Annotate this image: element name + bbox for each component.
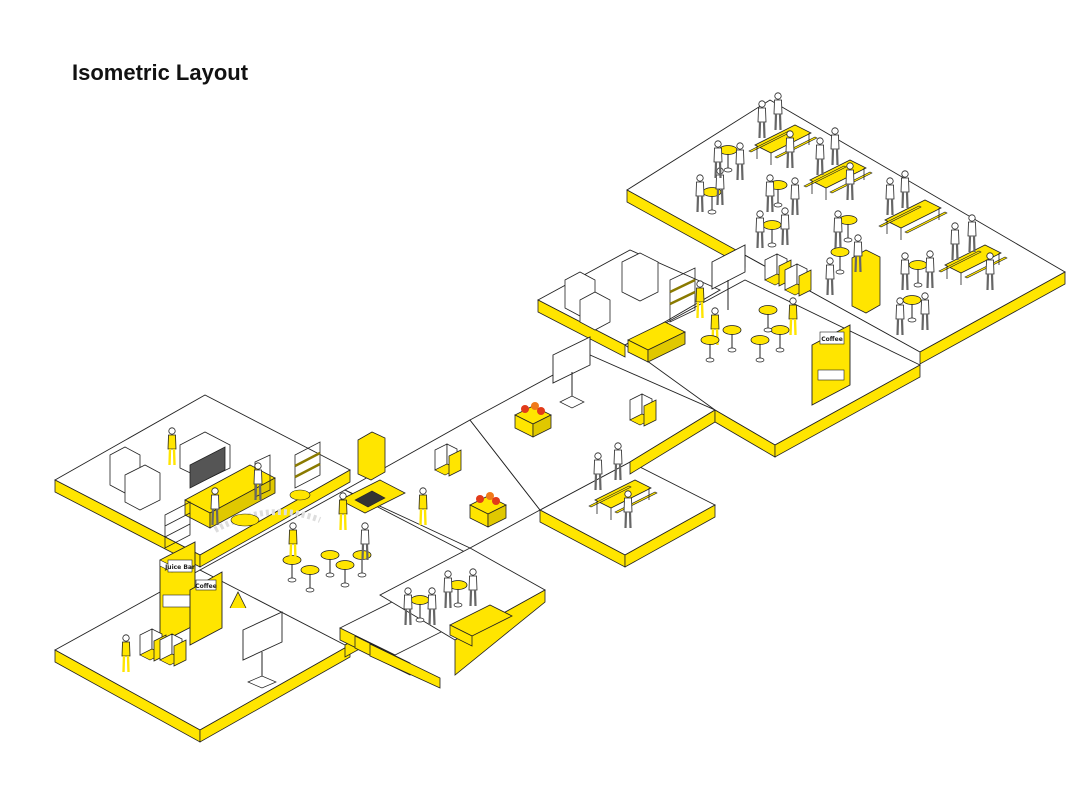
checkout-counter bbox=[339, 479, 406, 514]
display-screen-left bbox=[242, 611, 283, 689]
a-frame-sign bbox=[229, 591, 247, 609]
waste-bins bbox=[629, 393, 657, 427]
coffee-kiosk-right: Coffee bbox=[811, 324, 851, 406]
kitchen-appliances-right bbox=[564, 252, 659, 331]
bar-platform bbox=[624, 279, 921, 458]
menu-screen-left bbox=[189, 446, 226, 489]
left-lower-platform bbox=[54, 569, 351, 743]
waste-bins bbox=[434, 443, 462, 477]
display-screen-corridor bbox=[552, 336, 591, 409]
tall-fridge-right bbox=[851, 249, 881, 314]
fridge-center bbox=[357, 431, 386, 481]
stage-counter bbox=[449, 604, 513, 647]
juice-bar-sign: Juice Bar bbox=[164, 564, 195, 571]
display-screen-right bbox=[711, 244, 746, 310]
juice-bar-kiosk: Juice Bar bbox=[159, 541, 196, 644]
counter-right bbox=[627, 321, 686, 363]
coffee-sign-left: Coffee bbox=[195, 583, 217, 590]
waste-bins bbox=[784, 263, 812, 297]
waste-bins bbox=[159, 633, 187, 667]
coffee-kiosk-left: Coffee bbox=[189, 571, 223, 646]
floor-path-pattern bbox=[213, 489, 322, 533]
shelving-right bbox=[669, 267, 696, 323]
counter-left bbox=[184, 464, 276, 529]
kitchen-appliances-left bbox=[109, 431, 231, 511]
coffee-sign-right: Coffee bbox=[821, 336, 843, 343]
page-title: Isometric Layout bbox=[72, 60, 249, 85]
